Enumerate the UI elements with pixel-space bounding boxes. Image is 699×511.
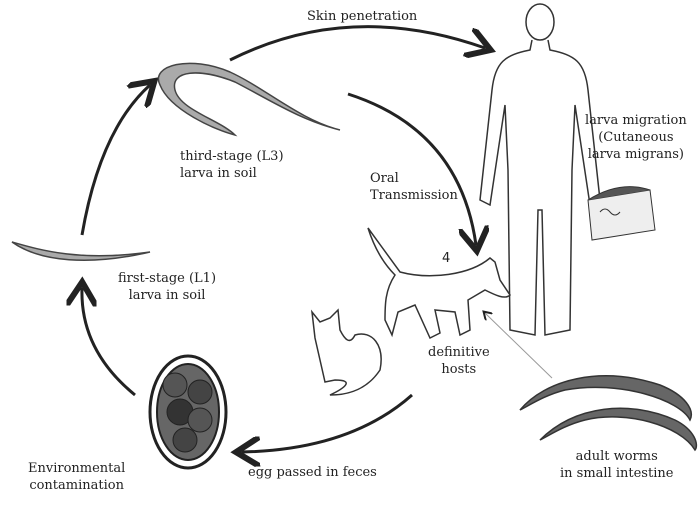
label-line: Transmission (370, 188, 458, 203)
arrow-oral-transmission (347, 92, 476, 245)
label-line: larva in soil (180, 166, 257, 181)
step-number: 4 (442, 251, 451, 266)
l3-larva-icon (157, 62, 341, 137)
label-line: in small intestine (560, 466, 674, 481)
label-environmental-contamination: Environmental contamination (28, 460, 125, 494)
label-oral-transmission: Oral Transmission (370, 170, 458, 204)
label-line: definitive (428, 345, 490, 360)
skin-section-icon (587, 186, 656, 241)
label-line: larva migration (585, 113, 687, 128)
label-adult-worms: adult worms in small intestine (560, 448, 673, 482)
label-line: hosts (441, 362, 477, 377)
label-line: (Cutaneous (598, 130, 674, 145)
dog-icon (367, 227, 511, 340)
arrow-adult-worms (485, 313, 553, 379)
label-larva-migration: larva migration (Cutaneous larva migrans… (585, 112, 687, 163)
arrow-l1-to-l3 (80, 85, 150, 236)
egg-icon (148, 354, 228, 470)
label-definitive-hosts: definitive hosts (428, 344, 490, 378)
label-line: Environmental (28, 461, 126, 476)
arrow-skin-penetration (229, 25, 485, 62)
l1-larva-icon (11, 241, 151, 262)
label-line: larva in soil (128, 288, 206, 303)
label-third-stage: third-stage (L3) larva in soil (180, 148, 284, 182)
human-figure-icon (479, 3, 601, 336)
arrow-feces (242, 393, 413, 452)
label-line: Oral (370, 171, 399, 186)
adult-worms-icon (519, 375, 698, 452)
label-line: adult worms (575, 449, 658, 464)
cat-icon (310, 308, 382, 396)
label-first-stage: first-stage (L1) larva in soil (118, 270, 216, 304)
label-line: larva migrans) (587, 147, 684, 162)
label-skin-penetration: Skin penetration (307, 9, 418, 24)
label-line: contamination (29, 478, 124, 493)
label-line: first-stage (L1) (118, 271, 217, 286)
label-line: third-stage (L3) (180, 149, 284, 164)
arrow-env-to-l1 (82, 288, 136, 397)
label-egg-passed: egg passed in feces (248, 465, 377, 480)
